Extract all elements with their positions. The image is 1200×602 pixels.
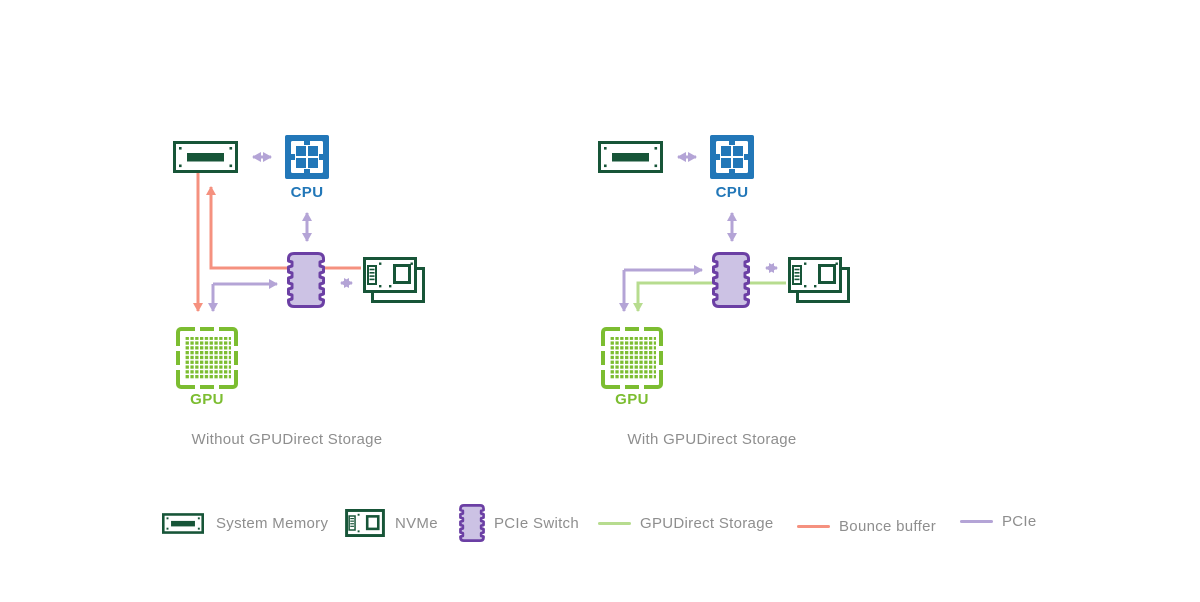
system-memory-icon xyxy=(162,512,204,534)
legend-item-gpudirect-storage: GPUDirect Storage xyxy=(598,503,773,543)
legend-item-system-memory: System Memory xyxy=(162,503,328,543)
legend-label: Bounce buffer xyxy=(839,517,937,535)
gpu-label: GPU xyxy=(615,391,649,408)
gpu-icon xyxy=(601,327,663,389)
gpudirect-storage-line-swatch xyxy=(598,521,631,525)
cpu-label: CPU xyxy=(290,184,324,201)
legend-item-pcie: PCIe xyxy=(960,501,1037,541)
gpu-label: GPU xyxy=(190,391,224,408)
cpu-label: CPU xyxy=(715,184,749,201)
pcie-switch-icon xyxy=(712,252,750,308)
diagram-title-with: With GPUDirect Storage xyxy=(627,431,797,448)
legend-label: System Memory xyxy=(216,514,329,532)
cpu-icon xyxy=(710,135,754,179)
pcie-switch-icon xyxy=(287,252,325,308)
pcie-switch-icon xyxy=(459,504,485,542)
nvme-icon xyxy=(363,257,425,303)
legend-label: PCIe Switch xyxy=(494,514,579,532)
system-memory-icon xyxy=(173,141,238,173)
legend-item-nvme: NVMe xyxy=(345,503,438,543)
gpu-icon xyxy=(176,327,238,389)
nvme-icon xyxy=(345,509,385,537)
legend-label: PCIe xyxy=(1002,512,1037,530)
pcie-line-swatch xyxy=(960,519,993,523)
nvme-icon xyxy=(788,257,850,303)
legend-label: GPUDirect Storage xyxy=(640,514,774,532)
system-memory-icon xyxy=(598,141,663,173)
cpu-icon xyxy=(285,135,329,179)
legend-item-bounce-buffer: Bounce buffer xyxy=(797,506,936,546)
legend-label: NVMe xyxy=(395,514,438,532)
legend-item-pcie-switch: PCIe Switch xyxy=(459,503,579,543)
diagram-title-without: Without GPUDirect Storage xyxy=(191,431,383,448)
bounce-buffer-line-swatch xyxy=(797,524,830,528)
